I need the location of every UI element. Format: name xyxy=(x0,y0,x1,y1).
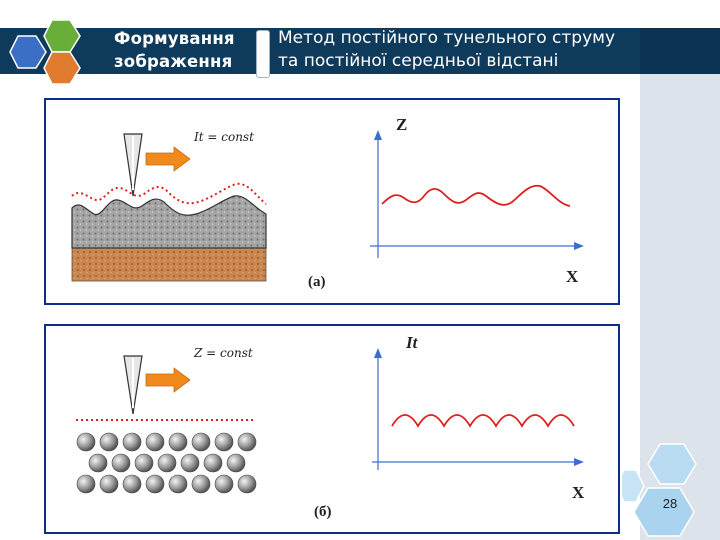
slide-title: Метод постійного тунельного струму та по… xyxy=(278,27,658,73)
rough-surface xyxy=(71,195,267,249)
tip-label: It = const xyxy=(193,130,254,144)
hex-light-top xyxy=(647,443,697,485)
scan-arrow xyxy=(145,146,191,172)
slide-title-line2: та постійної середньої відстані xyxy=(278,51,559,71)
height-curve xyxy=(381,184,571,207)
section-title-line1: Формування xyxy=(114,29,235,48)
axis-label-x: X xyxy=(566,267,579,286)
corner-hexagons xyxy=(622,443,697,537)
logo-hexagons xyxy=(9,19,81,84)
section-title-line2: зображення xyxy=(114,52,233,71)
constant-height-diagram: Z = const It X (б) xyxy=(76,333,585,520)
atom-lattice xyxy=(76,432,257,494)
current-curve xyxy=(391,414,575,428)
hex-blue xyxy=(9,35,47,69)
section-title: Формування зображення xyxy=(114,27,254,73)
hex-page xyxy=(633,487,695,537)
scan-arrow xyxy=(145,367,191,393)
caption: (б) xyxy=(314,504,332,520)
title-divider xyxy=(256,30,270,78)
tip-label: Z = const xyxy=(193,346,253,360)
panel-constant-height: Z = const It X (б) xyxy=(44,324,620,534)
hex-light-left xyxy=(622,469,645,503)
axis-label-z: Z xyxy=(396,115,407,134)
hex-orange xyxy=(43,51,81,84)
slide-title-line1: Метод постійного тунельного струму xyxy=(278,28,616,48)
substrate-layer xyxy=(71,247,267,282)
constant-current-diagram: It = const Z X (а) xyxy=(71,115,584,290)
axis-label-x: X xyxy=(572,483,585,502)
axis-label-it: It xyxy=(405,333,419,352)
hex-green xyxy=(43,19,81,53)
caption: (а) xyxy=(308,274,326,290)
panel-constant-current: It = const Z X (а) xyxy=(44,98,620,305)
header-bar xyxy=(0,28,720,74)
header-accent xyxy=(640,28,720,74)
page-number: 28 xyxy=(662,496,678,511)
